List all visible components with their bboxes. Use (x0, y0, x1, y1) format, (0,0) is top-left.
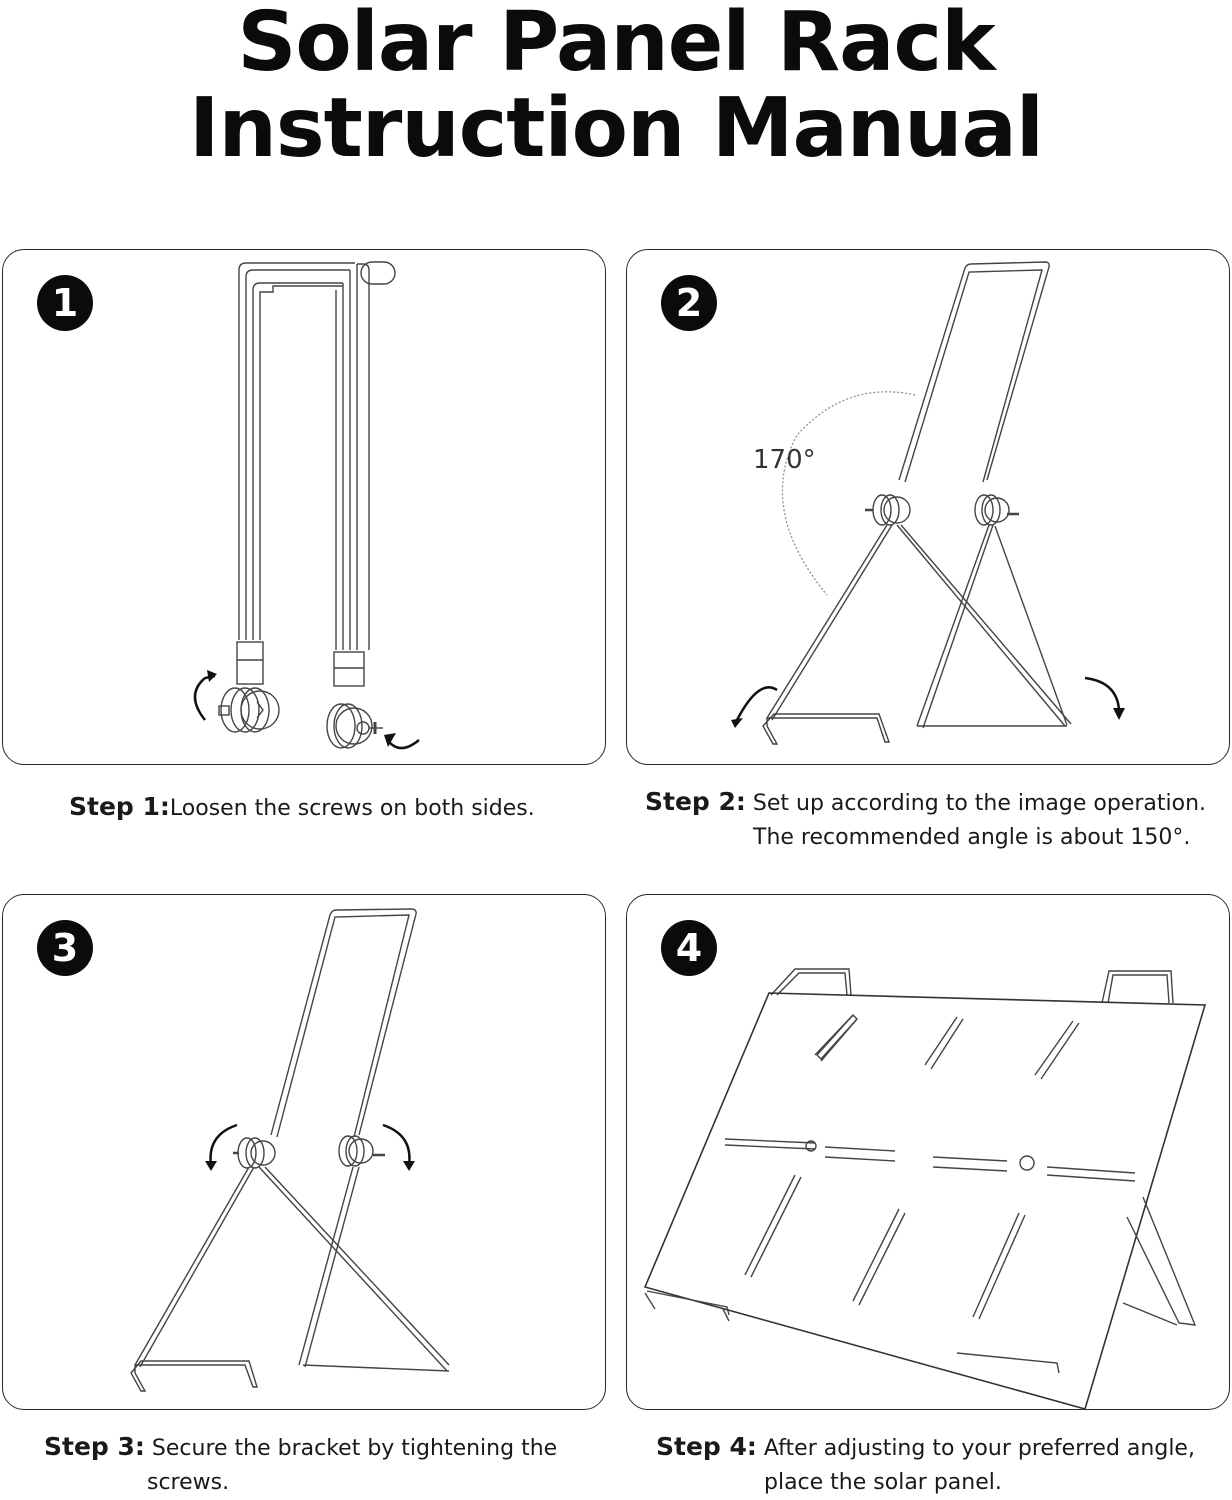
step-2-number-badge: 2 (661, 275, 717, 331)
step-2-caption: Step 2: Set up according to the image op… (645, 785, 1230, 855)
step-3-panel: 3 (2, 894, 606, 1410)
step-2-label: Step 2: (645, 787, 746, 816)
step-3-label: Step 3: (44, 1432, 145, 1461)
step-3-text-line-2: screws. (147, 1470, 230, 1495)
step-2-text: Set up according to the image operation. (752, 791, 1207, 816)
panel-mounted-illustration (643, 968, 1207, 1409)
folded-rack-illustration (193, 261, 420, 750)
step-3-number-badge: 3 (37, 920, 93, 976)
step-1-panel: 1 (2, 249, 606, 765)
step-2-panel: 2 170° (626, 249, 1230, 765)
step-4-text-line-2: place the solar panel. (764, 1470, 1002, 1495)
step-4-panel: 4 (626, 894, 1230, 1410)
manual-title: Solar Panel Rack Instruction Manual (0, 0, 1232, 172)
step-4-text: After adjusting to your preferred angle, (763, 1436, 1195, 1461)
step-1-label: Step 1: (69, 792, 170, 821)
step-3-text: Secure the bracket by tightening the (151, 1436, 558, 1461)
step-1-text: Loosen the screws on both sides. (169, 796, 535, 821)
step-1-caption: Step 1:Loosen the screws on both sides. (69, 790, 609, 826)
step-2-text-line-2: The recommended angle is about 150°. (753, 825, 1191, 850)
step-1-number-badge: 1 (37, 275, 93, 331)
step-4-number-badge: 4 (661, 920, 717, 976)
title-line-1: Solar Panel Rack (237, 0, 995, 90)
step-4-caption: Step 4: After adjusting to your preferre… (656, 1430, 1230, 1500)
step-4-label: Step 4: (656, 1432, 757, 1461)
step-3-caption: Step 3: Secure the bracket by tightening… (44, 1430, 604, 1500)
rack-unfold-illustration: 170° (731, 261, 1125, 745)
rack-tightening-illustration (130, 908, 450, 1392)
title-line-2: Instruction Manual (188, 81, 1044, 176)
